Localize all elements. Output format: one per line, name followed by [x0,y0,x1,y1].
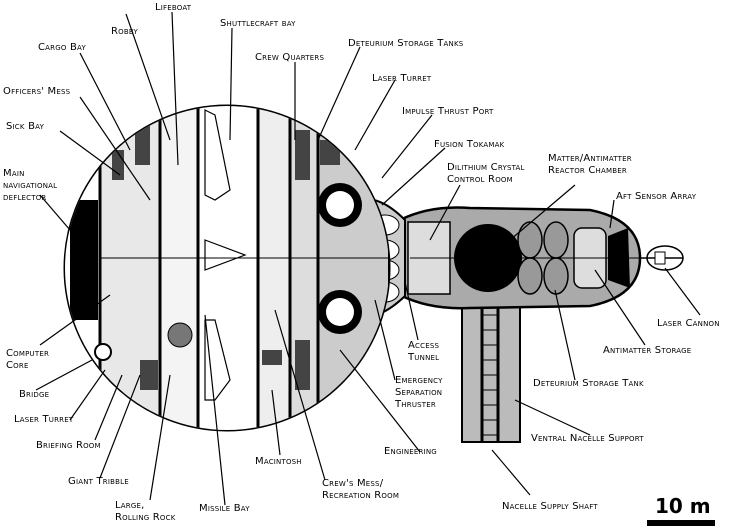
label-emergency-separation-thruster: Emergency Separation Thruster [395,375,443,410]
engineering-hull [398,206,684,310]
label-cargo-bay: Cargo Bay [38,42,86,53]
label-shuttlecraft-bay: Shuttlecraft bay [220,18,296,29]
label-laser-cannon: Laser Cannon [657,318,720,329]
label-crews-mess-recreation-room: Crew's Mess/ Recreation Room [322,478,400,501]
label-macintosh: Macintosh [255,456,302,467]
label-aft-sensor-array: Aft Sensor Array [616,191,697,202]
label-computer-core: Computer Core [6,348,50,371]
scale-bar [647,520,715,526]
label-crew-quarters: Crew Quarters [255,52,325,63]
label-laser-turret-bottom: Laser Turret [14,414,74,425]
scale-label: 10 m [655,494,711,518]
label-giant-tribble: Giant Tribble [68,476,129,487]
label-fusion-tokamak: Fusion Tokamak [434,139,505,150]
leader-lines [35,11,701,506]
label-laser-turret-top: Laser Turret [372,73,432,84]
label-access-tunnel: Access Tunnel [408,340,440,363]
label-bridge: Bridge [19,389,50,400]
label-deteurium-storage-tank: Deteurium Storage Tank [533,378,644,389]
label-matter-antimatter-reactor: Matter/Antimatter Reactor Chamber [548,153,632,176]
label-antimatter-storage: Antimatter Storage [603,345,692,356]
label-engineering: Engineering [384,446,437,457]
label-dilithium-crystal-control-room: Dilithium Crystal Control Room [447,162,525,185]
label-robby: Robby [111,26,138,37]
ventral-nacelle [461,250,521,443]
label-deteurium-storage-tanks: Deteurium Storage Tanks [348,38,464,49]
saucer-section [63,104,391,432]
label-lifeboat: Lifeboat [155,2,192,13]
label-briefing-room: Briefing Room [36,440,101,451]
label-ventral-nacelle-support: Ventral Nacelle Support [531,433,644,444]
label-impulse-thrust-port: Impulse Thrust Port [402,106,494,117]
label-large-rolling-rock: Large, Rolling Rock [115,500,176,523]
label-sick-bay: Sick Bay [6,121,45,132]
label-officers-mess: Officers' Mess [3,86,71,97]
label-nacelle-supply-shaft: Nacelle Supply Shaft [502,501,598,512]
label-main-navigational-deflector: Main navigational deflector [3,168,58,203]
label-missile-bay: Missile Bay [199,503,250,514]
